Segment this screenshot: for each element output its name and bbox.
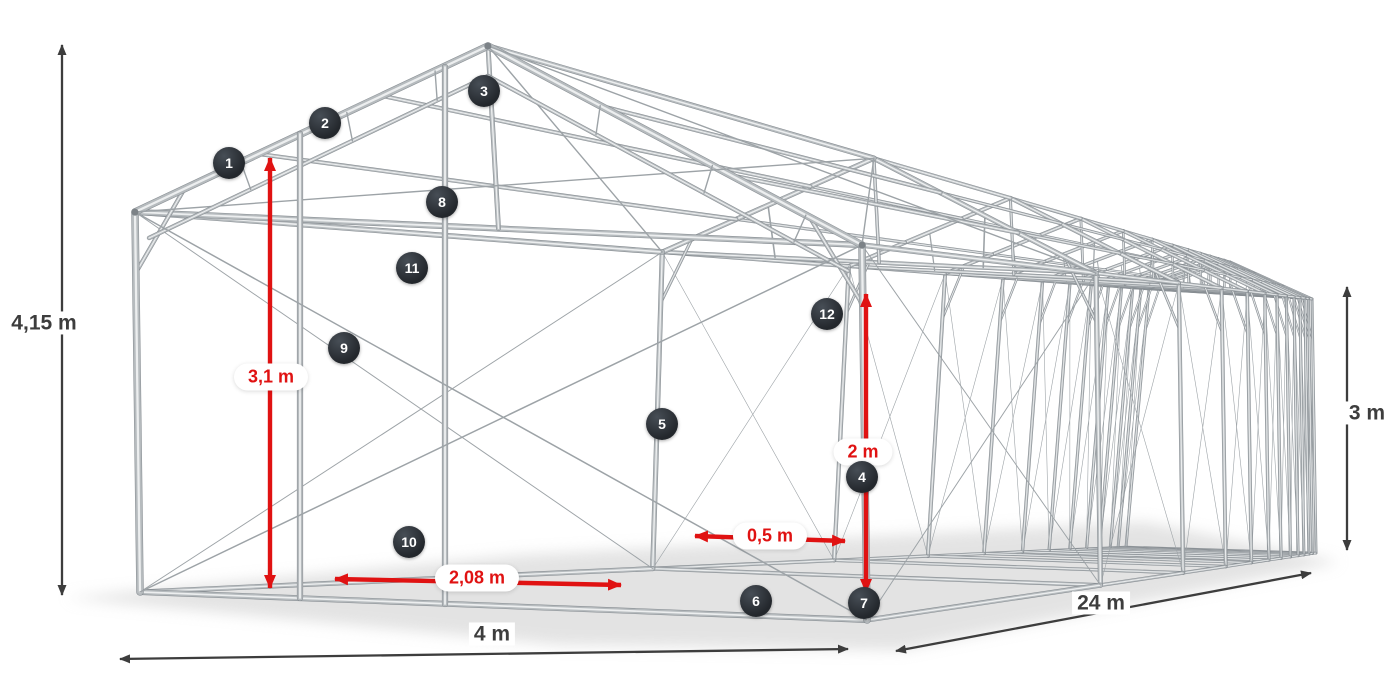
dim-arrow-post-offset <box>694 530 846 547</box>
dim-arrow-width <box>119 644 849 664</box>
